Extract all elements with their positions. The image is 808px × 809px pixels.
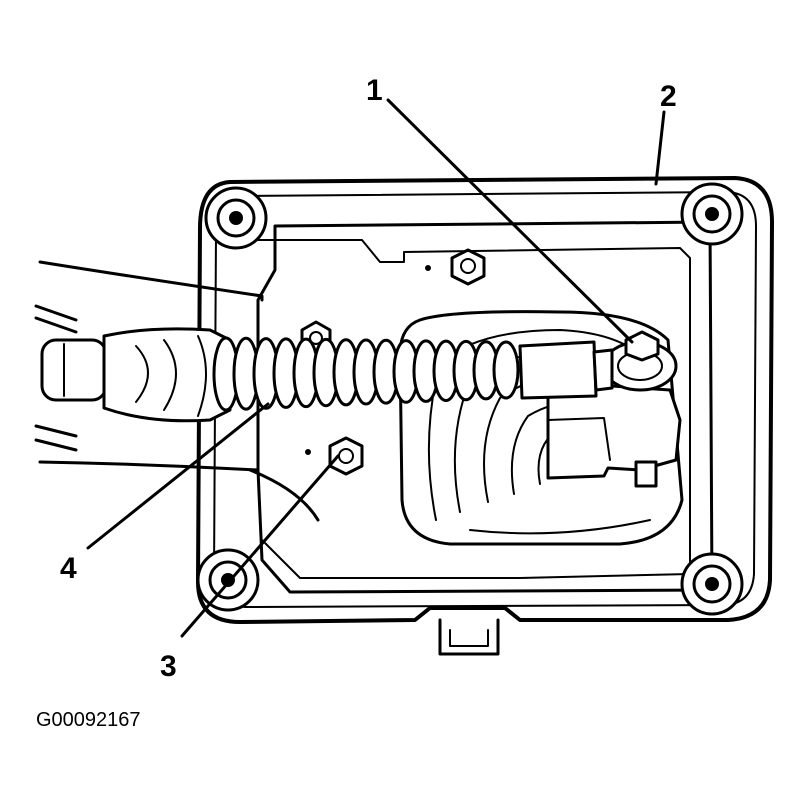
figure-id: G00092167	[36, 709, 141, 731]
callout-2: 2	[660, 80, 677, 113]
cable-boot-corrugations	[212, 336, 520, 412]
leader-lines	[86, 98, 666, 638]
callout-1: 1	[366, 74, 383, 107]
callout-4: 4	[60, 552, 77, 585]
callout-3: 3	[160, 650, 177, 683]
corner-bolt-top-right	[680, 182, 744, 246]
boot-ring	[492, 340, 520, 400]
shift-cable	[40, 327, 614, 423]
corner-bolt-top-left	[204, 186, 268, 250]
shift-lever-end	[546, 330, 682, 488]
cable-support-arm	[34, 260, 320, 522]
corner-bolt-bottom-right	[680, 552, 744, 616]
stud-nut-upper	[425, 248, 486, 286]
